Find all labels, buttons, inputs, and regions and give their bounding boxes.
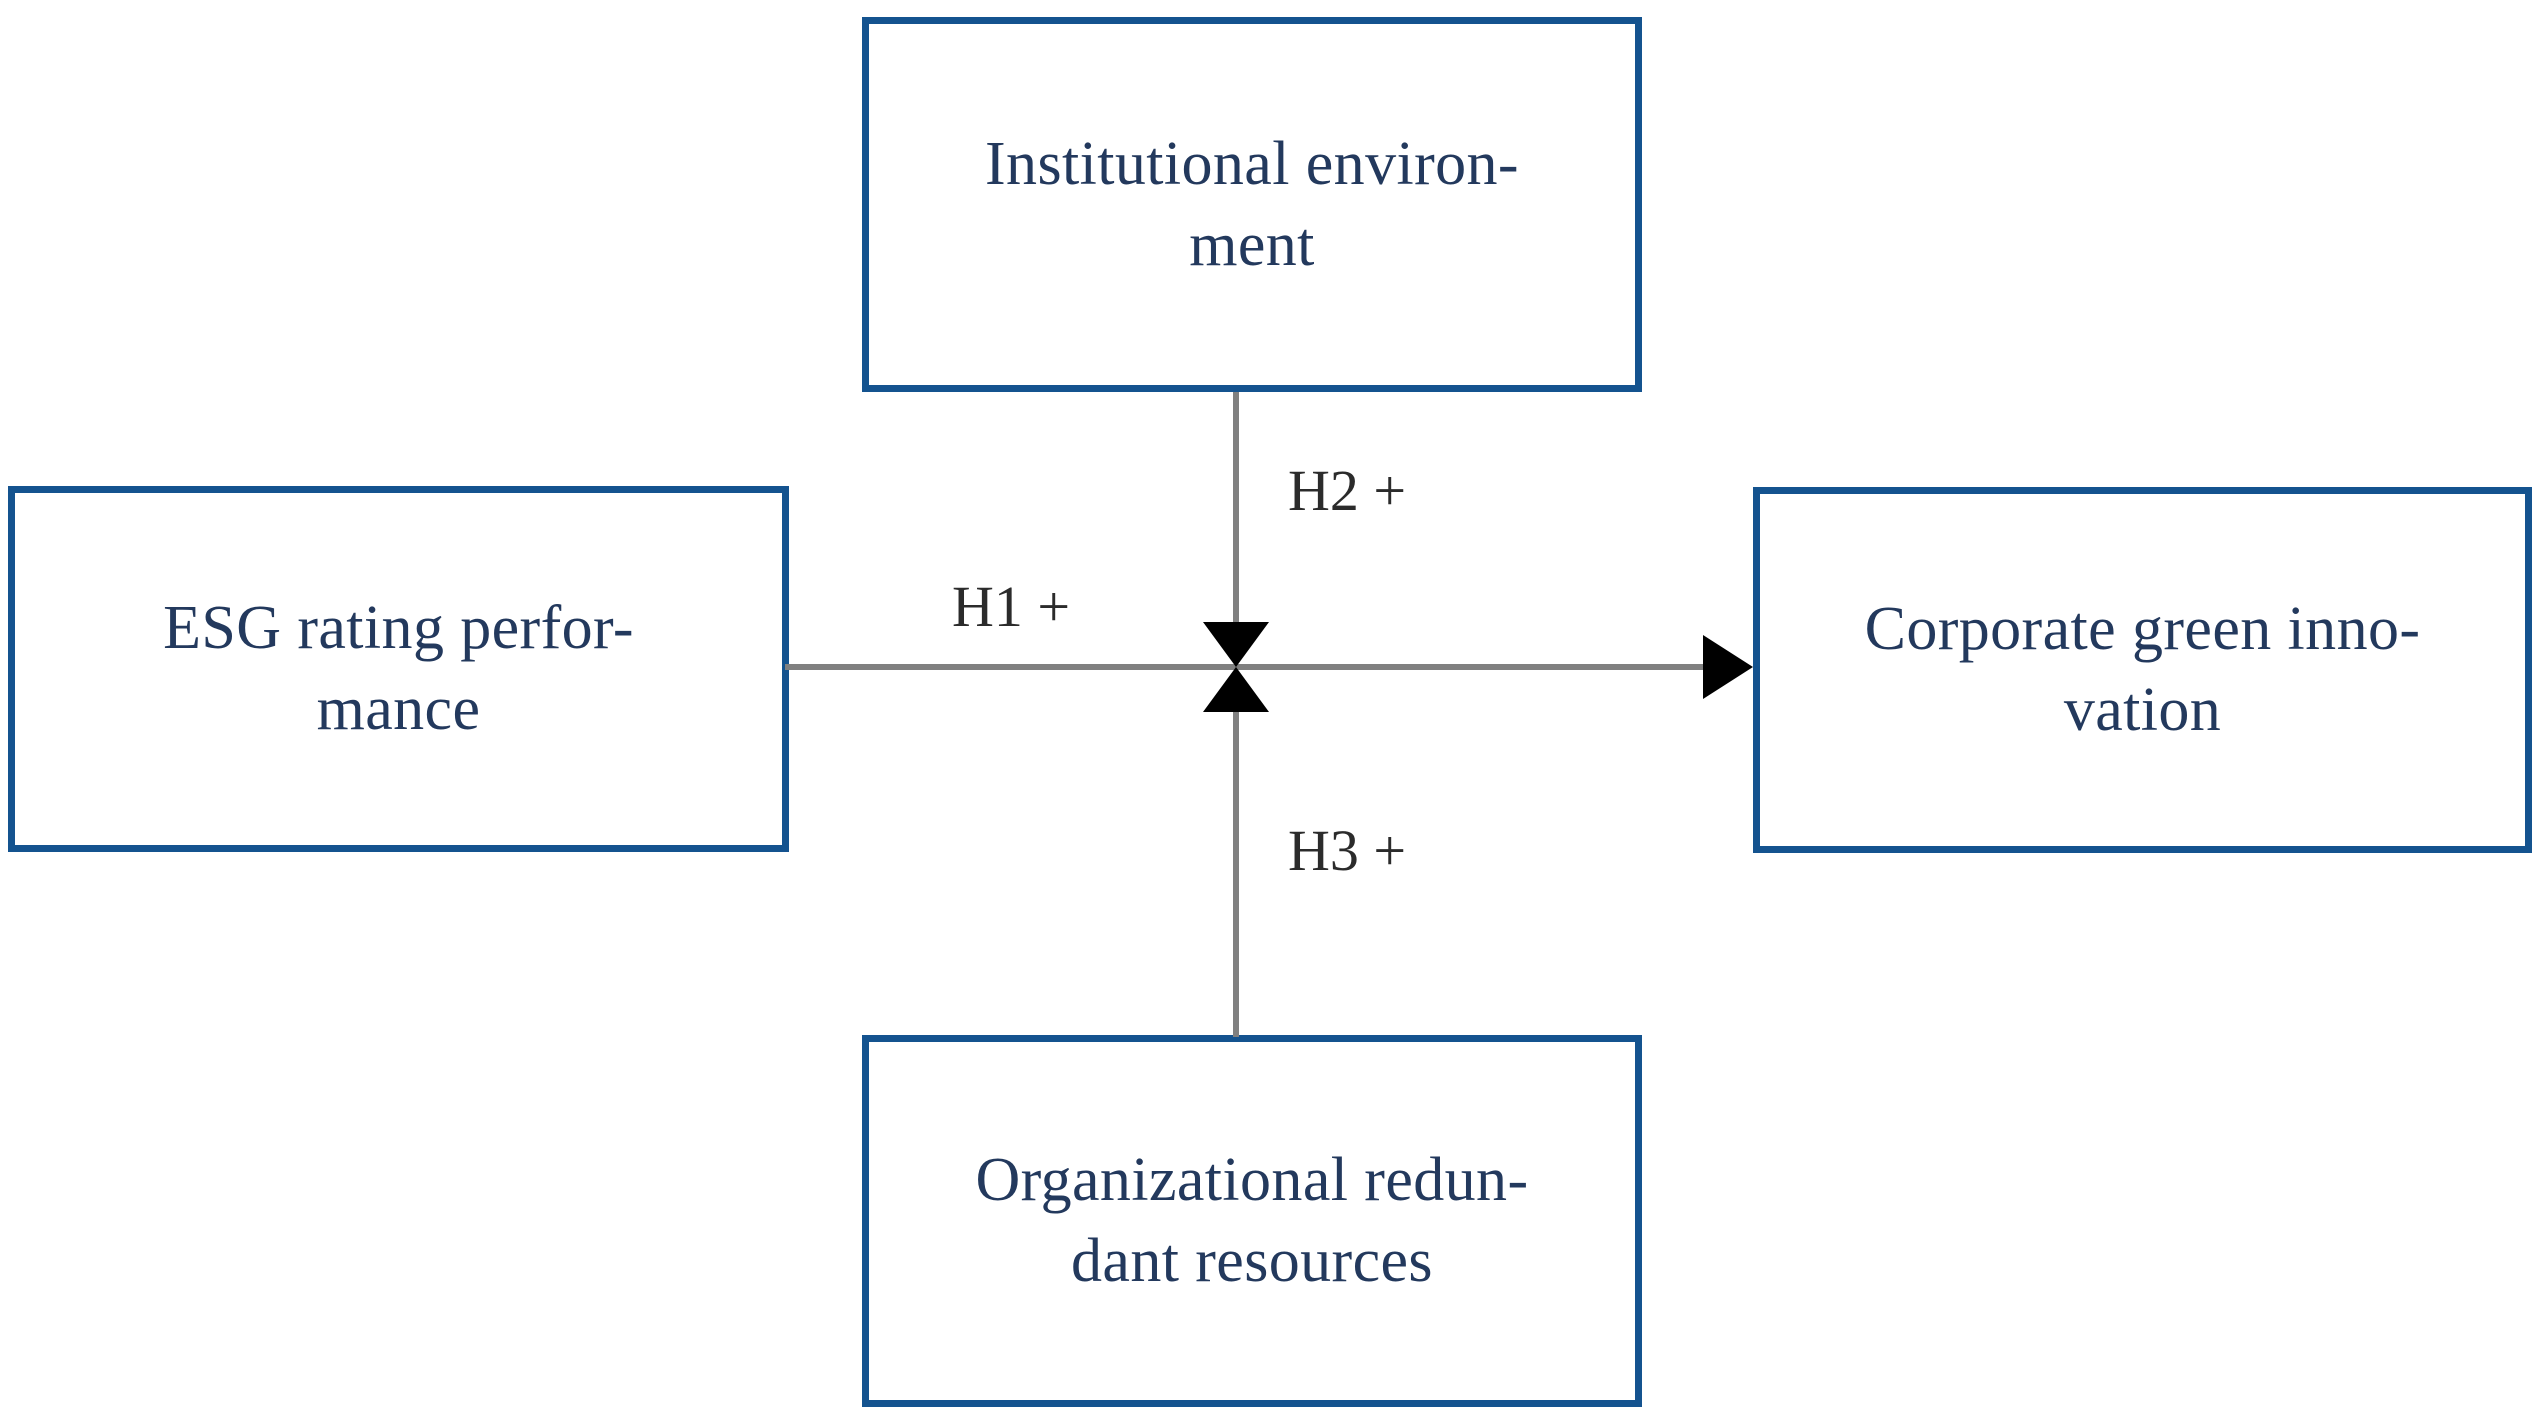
node-institutional-environment: Institutional environ- ment (862, 17, 1642, 392)
node-label-institutional-environment: Institutional environ- ment (985, 129, 1519, 279)
connector-h1-right-segment (1236, 664, 1716, 670)
connector-h2-vertical (1233, 392, 1239, 634)
connector-h3-vertical (1233, 700, 1239, 1037)
arrowhead-down-icon (1203, 622, 1269, 667)
node-label-organizational-redundant-resources: Organizational redun- dant resources (975, 1146, 1529, 1295)
node-organizational-redundant-resources: Organizational redun- dant resources (862, 1035, 1642, 1407)
arrowhead-right-icon (1703, 635, 1753, 699)
node-esg-rating-performance: ESG rating perfor- mance (8, 486, 789, 852)
path-label-h3: H3 + (1288, 818, 1407, 883)
node-label-corporate-green-innovation: Corporate green inno- vation (1864, 595, 2421, 744)
arrowhead-up-icon (1203, 667, 1269, 712)
path-label-h1: H1 + (952, 574, 1071, 639)
node-label-esg-rating-performance: ESG rating perfor- mance (163, 594, 634, 743)
path-label-h2: H2 + (1288, 458, 1407, 523)
node-corporate-green-innovation: Corporate green inno- vation (1753, 487, 2532, 853)
